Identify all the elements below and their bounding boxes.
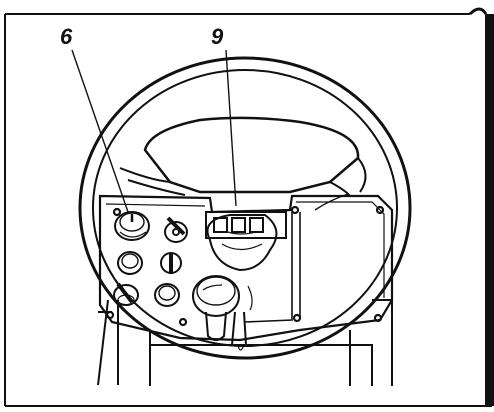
steering-column bbox=[206, 214, 278, 351]
hub-knob bbox=[192, 275, 240, 341]
indicator-display bbox=[205, 211, 287, 239]
leader-9 bbox=[225, 49, 237, 207]
callout-label-6: 6 bbox=[60, 24, 73, 49]
round-button-lower bbox=[154, 283, 180, 307]
leader-6 bbox=[71, 49, 129, 213]
rotary-knob-middle bbox=[160, 252, 182, 274]
rotary-knob-lower bbox=[113, 282, 139, 306]
callout-label-9: 9 bbox=[211, 24, 224, 49]
rotary-knob-upper bbox=[164, 216, 188, 243]
steering-wheel bbox=[78, 56, 412, 360]
callout-leaders bbox=[71, 49, 237, 213]
side-panel bbox=[244, 212, 301, 323]
figure-frame bbox=[4, 7, 494, 407]
round-button-upper bbox=[117, 251, 143, 275]
ignition-key-switch bbox=[114, 211, 150, 241]
